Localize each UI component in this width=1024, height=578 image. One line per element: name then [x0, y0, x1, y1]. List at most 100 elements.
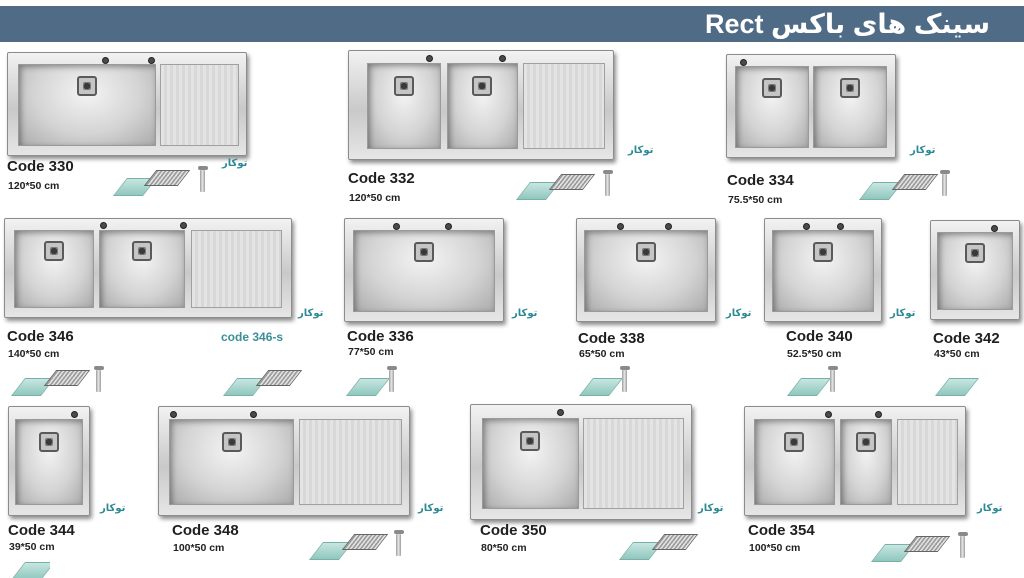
tap-hole-icon	[393, 223, 400, 230]
soap-dispenser-icon	[198, 166, 208, 192]
bowl	[446, 62, 518, 150]
bowl	[14, 418, 84, 506]
drainboard	[896, 418, 959, 506]
accessory-label: توکار	[298, 308, 324, 319]
bowl	[169, 418, 294, 506]
bowl	[771, 230, 875, 312]
cutting-board-icon	[578, 378, 624, 396]
accessory-label: توکار	[222, 158, 248, 169]
accessory-label: توکار	[100, 503, 126, 514]
product-code: Code 332	[348, 170, 415, 187]
bowl	[839, 418, 893, 506]
page-header: سینک های باکس Rect	[0, 6, 1024, 42]
product-size: 52.5*50 cm	[787, 348, 842, 360]
tap-hole-icon	[71, 411, 78, 418]
accessories	[515, 170, 625, 206]
tap-hole-icon	[875, 411, 882, 418]
accessories	[112, 166, 222, 202]
drain-icon	[472, 75, 493, 96]
tap-hole-icon	[740, 59, 747, 66]
drain-icon	[784, 431, 805, 452]
sink-image	[7, 52, 247, 156]
tap-hole-icon	[825, 411, 832, 418]
page-title: سینک های باکس Rect	[704, 9, 990, 39]
product-size: 140*50 cm	[8, 348, 60, 360]
accessories	[618, 530, 728, 566]
bowl	[482, 417, 579, 509]
sink-image	[470, 404, 692, 520]
soap-dispenser-icon	[940, 170, 950, 196]
basket-icon	[548, 174, 596, 190]
accessories	[786, 366, 856, 402]
tap-hole-icon	[837, 223, 844, 230]
soap-dispenser-icon	[958, 532, 968, 558]
accessory-label: توکار	[726, 308, 752, 319]
product-size: 43*50 cm	[934, 348, 980, 360]
sink-image	[344, 218, 504, 322]
cutting-board-icon	[10, 562, 50, 578]
soap-dispenser-icon	[94, 366, 104, 392]
sink-image	[8, 406, 90, 516]
drain-icon	[414, 242, 434, 263]
accessory-label: توکار	[890, 308, 916, 319]
basket-icon	[143, 170, 191, 186]
product-size: 80*50 cm	[481, 542, 527, 554]
bowl	[812, 66, 887, 148]
sink-image	[576, 218, 716, 322]
accessories	[308, 530, 418, 566]
accessory-label: توکار	[512, 308, 538, 319]
product-code: Code 350	[480, 522, 547, 539]
sink-image	[4, 218, 292, 318]
product-code: Code 342	[933, 330, 1000, 347]
drain-icon	[76, 76, 97, 97]
accessories	[10, 556, 50, 578]
soap-dispenser-icon	[828, 366, 838, 392]
product-code: Code 330	[7, 158, 74, 175]
product-size: 100*50 cm	[173, 542, 225, 554]
product-code: Code 334	[727, 172, 794, 189]
drainboard	[160, 64, 239, 146]
soap-dispenser-icon	[620, 366, 630, 392]
basket-icon	[891, 174, 939, 190]
accessories	[934, 366, 980, 402]
tap-hole-icon	[148, 57, 155, 64]
basket-icon	[341, 534, 389, 550]
bowl	[583, 230, 709, 312]
accessory-label: توکار	[628, 145, 654, 156]
drain-icon	[39, 431, 59, 452]
drainboard	[299, 418, 402, 506]
bowl	[367, 62, 442, 150]
drain-icon	[965, 243, 985, 264]
basket-icon	[651, 534, 699, 550]
drainboard	[523, 62, 606, 150]
soap-dispenser-icon	[603, 170, 613, 196]
product-code: Code 348	[172, 522, 239, 539]
sink-image	[744, 406, 966, 516]
basket-icon	[43, 370, 91, 386]
product-code: Code 338	[578, 330, 645, 347]
accessories	[10, 366, 120, 402]
accessories	[578, 366, 648, 402]
drainboard	[190, 229, 283, 309]
product-code: Code 336	[347, 328, 414, 345]
cutting-board-icon	[786, 378, 832, 396]
drain-icon	[839, 78, 860, 99]
accessory-label: توکار	[977, 503, 1003, 514]
tap-hole-icon	[803, 223, 810, 230]
drain-icon	[636, 242, 656, 263]
drain-icon	[132, 241, 153, 262]
drain-icon	[520, 431, 541, 452]
sink-image	[764, 218, 882, 322]
product-code: Code 340	[786, 328, 853, 345]
bowl	[17, 64, 156, 146]
drain-icon	[221, 431, 242, 452]
tap-hole-icon	[250, 411, 257, 418]
accessory-label: توکار	[910, 145, 936, 156]
sink-image	[726, 54, 896, 158]
product-size: 120*50 cm	[8, 180, 60, 192]
cutting-board-icon	[934, 378, 980, 396]
accessory-label: توکار	[698, 503, 724, 514]
product-size: 100*50 cm	[749, 542, 801, 554]
accessories	[870, 532, 980, 568]
accessories	[345, 366, 415, 402]
